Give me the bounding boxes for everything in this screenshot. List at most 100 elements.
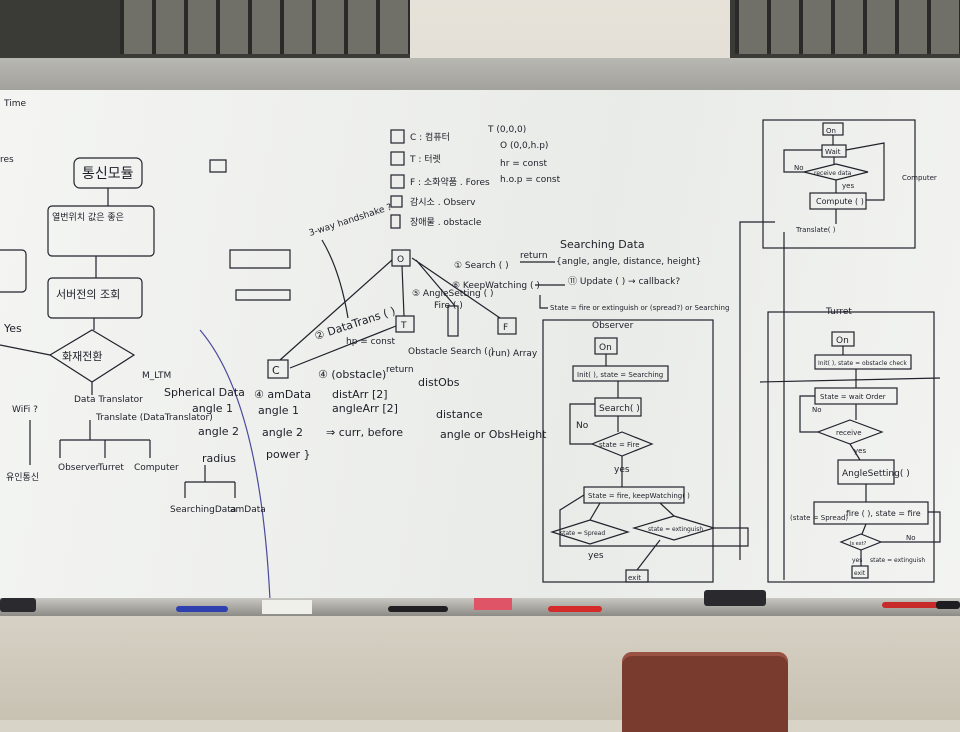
observer-frame	[542, 319, 714, 583]
spherical-data-text: Spherical Data	[164, 386, 245, 399]
data-translator-label: Data Translator	[74, 395, 143, 405]
red-marker-right[interactable]	[882, 602, 942, 608]
tuple-text: {angle, angle, distance, height}	[556, 257, 701, 267]
computer-translate-text: Translate( )	[795, 226, 836, 234]
turret-wait-text: State = wait Order	[820, 393, 886, 401]
observer-init-text: Init( ), state = Searching	[577, 371, 663, 379]
legend-t-text: T : 터렛	[409, 154, 441, 165]
observer-no-text: No	[576, 421, 589, 431]
angle2-text: angle 2	[198, 425, 239, 438]
pink-paper	[474, 598, 512, 610]
observer-extinguish-diamond	[631, 515, 717, 541]
search-fn-text: ① Search ( )	[454, 261, 509, 271]
black-marker[interactable]	[388, 606, 448, 612]
legend-c-text: C : 컴퓨터	[410, 131, 450, 143]
computer-compute	[809, 192, 867, 210]
angle1-text: angle 1	[192, 402, 233, 415]
anglesetting-text: ⑤ AngleSetting ( )	[412, 289, 494, 299]
position-label: 열번위치 값은 좋은	[52, 211, 124, 223]
curr-before-text: ⇒ curr, before	[326, 426, 403, 439]
searchingdata-leaf: SearchingData	[170, 505, 236, 515]
turret-frame	[767, 311, 935, 583]
fire-small-text: Fire ( )	[434, 301, 463, 311]
node-c	[267, 359, 289, 379]
distarr-text: distArr [2]	[332, 388, 388, 401]
node-o	[391, 249, 411, 267]
turret-leaf-label: Turret	[97, 463, 124, 473]
left-cut-box	[0, 249, 27, 293]
whiteboard	[0, 90, 960, 602]
observer-title: Observer	[592, 321, 634, 331]
observer-yes2-text: yes	[588, 551, 604, 561]
red-marker[interactable]	[548, 606, 602, 612]
turret-extinguish-text: state = extinguish	[870, 557, 925, 564]
node-t	[395, 315, 415, 333]
comm-module-label: 통신모듈	[82, 166, 134, 182]
turret-spread-text: (state = Spread)	[790, 514, 848, 522]
keep-watching-text: ⑥ KeepWatching ( )	[452, 281, 540, 291]
observer-extinguish-text: state = extinguish	[648, 526, 703, 533]
observer-search-text: Search( )	[599, 404, 640, 414]
observer-spread-diamond	[550, 519, 630, 545]
observer-yes-text: yes	[614, 465, 630, 475]
legend-obst-text: 장애물 . obstacle	[410, 217, 482, 228]
computer-yes-text: yes	[842, 182, 854, 190]
angle2b-text: angle 2	[262, 426, 303, 439]
paper-scrap	[262, 600, 312, 614]
legend-obst-box	[390, 214, 401, 229]
obstacle-search-text: Obstacle Search ( )	[408, 347, 494, 357]
o-node-text: O	[397, 255, 404, 265]
distobs-text: distObs	[418, 376, 460, 389]
observer-init	[572, 365, 669, 382]
legend-o-box	[390, 195, 403, 208]
turret-receive-text: receive	[836, 429, 862, 437]
hop-const-text: h.o.p = const	[500, 175, 561, 185]
turret-init	[814, 354, 912, 370]
return1-text: return	[386, 365, 414, 375]
turret-exit-text: exit	[854, 570, 866, 577]
legend-c-box	[390, 129, 405, 144]
wifi-label: WiFi ?	[12, 405, 38, 415]
computer-frame	[762, 119, 916, 249]
server-box	[47, 277, 143, 319]
translate-fn-label: Translate (DataTranslator)	[95, 413, 213, 423]
state-line-text: State = fire or extinguish or (spread?) …	[550, 304, 729, 312]
black-marker-right[interactable]	[936, 601, 960, 609]
computer-title: Computer	[902, 174, 937, 182]
blue-marker[interactable]	[176, 606, 228, 612]
time-label: Time	[3, 99, 26, 109]
observer-state-fire-text: state = Fire	[599, 441, 640, 449]
mltm-text: M_LTM	[142, 371, 171, 381]
coord-t-text: T (0,0,0)	[487, 125, 526, 135]
window-bars-left	[120, 0, 410, 54]
computer-wait-text: Wait	[825, 148, 841, 156]
update-fn-text: ⑪ Update ( ) → callback?	[568, 276, 680, 287]
position-box	[47, 205, 155, 257]
lower-wall	[0, 616, 960, 720]
eraser-middle[interactable]	[704, 590, 766, 606]
turret-fire	[813, 501, 929, 525]
computer-compute-text: Compute ( )	[816, 197, 864, 206]
computer-on-text: On	[826, 127, 836, 135]
turret-anglesetting-text: AngleSetting( )	[842, 469, 910, 479]
turret-init-text: Init( ), state = obstacle check	[818, 360, 907, 367]
three-way-text: 3-way handshake ?	[308, 202, 394, 238]
return2-text: return	[520, 251, 548, 261]
res-label: res	[0, 155, 14, 165]
eraser-left[interactable]	[0, 598, 36, 612]
turret-on-text: On	[836, 336, 849, 346]
run-array-text: (run) Array	[488, 349, 538, 359]
amdata-text: ④ amData	[254, 388, 311, 401]
user-comm-label: 유인통신	[6, 472, 39, 483]
window-bars-right	[735, 0, 960, 54]
amdata-leaf: amData	[230, 505, 266, 515]
computer-receive-text: receive data	[814, 170, 852, 177]
observer-spread-text: state = Spread	[560, 530, 605, 537]
turret-yes-text: yes	[854, 447, 866, 455]
turret-no-text: No	[812, 406, 822, 414]
anglearr-text: angleArr [2]	[332, 402, 398, 415]
legend-o-text: 감시소 . Observ	[410, 196, 476, 208]
hr-const-text: hr = const	[500, 159, 548, 169]
angle-or-text: angle or ObsHeight	[440, 428, 547, 441]
